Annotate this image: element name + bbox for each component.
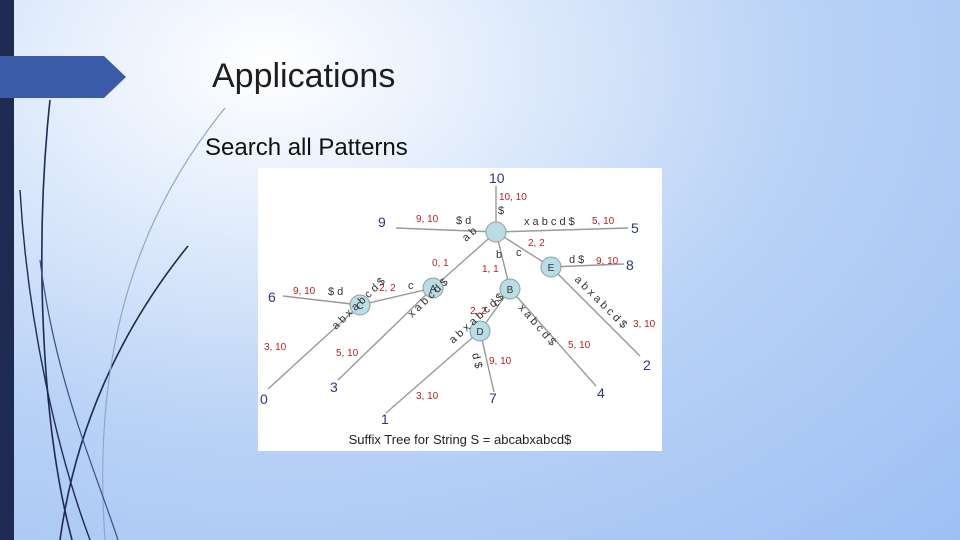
- edge-C-0: [267, 304, 361, 390]
- edge-root-E: [495, 231, 552, 268]
- left-accent-bar: [0, 0, 14, 540]
- index-root-B: 1, 1: [482, 264, 499, 275]
- index-D-7: 9, 10: [489, 356, 512, 367]
- leaf-2: 2: [643, 357, 651, 373]
- node-A-circle: [422, 277, 444, 299]
- figure-caption: Suffix Tree for String S = abcabxabcd$: [349, 432, 572, 447]
- index-root-5: 5, 10: [592, 216, 615, 227]
- suffix-tree-figure: A B C D E 0 1 2 3 4 5: [258, 168, 662, 451]
- leaf-5: 5: [631, 220, 639, 236]
- leaf-6: 6: [268, 289, 276, 305]
- leaf-9: 9: [378, 214, 386, 230]
- index-B-D: 2, 2: [470, 306, 487, 317]
- suffix-tree-diagram: A B C D E 0 1 2 3 4 5: [260, 170, 656, 447]
- node-C: C: [349, 294, 371, 316]
- index-root-9: 9, 10: [416, 214, 439, 225]
- deco-curve-2: [19, 189, 91, 540]
- edge-C-6: [282, 295, 361, 306]
- chars-D-7: d $: [469, 352, 484, 370]
- node-A: A: [422, 277, 444, 299]
- chars-root-5: x a b c d $: [524, 216, 575, 228]
- node-B-label: B: [507, 285, 514, 296]
- chars-root-B: b: [496, 249, 502, 261]
- node-C-circle: [349, 294, 371, 316]
- node-D-label: D: [476, 327, 483, 338]
- slide-subtitle: Search all Patterns: [205, 134, 408, 161]
- leaf-7: 7: [489, 390, 497, 406]
- node-D-circle: [469, 320, 491, 342]
- chars-root-E: c: [516, 247, 522, 259]
- edge-E-8: [550, 263, 625, 268]
- deco-curve-5: [39, 259, 119, 540]
- index-C-6: 9, 10: [293, 286, 316, 297]
- index-B-4: 5, 10: [568, 340, 591, 351]
- leaf-3: 3: [330, 379, 338, 395]
- tree-edges: [267, 186, 641, 414]
- node-E-label: E: [548, 263, 555, 274]
- edge-E-2: [550, 266, 641, 357]
- node-D: D: [469, 320, 491, 342]
- index-root-10: 10, 10: [499, 192, 527, 203]
- chars-root-10: $: [498, 205, 504, 217]
- leaf-4: 4: [597, 385, 605, 401]
- chars-C-6: $ d: [328, 286, 343, 298]
- edge-A-C: [359, 287, 434, 306]
- index-A-3: 5, 10: [336, 348, 359, 359]
- node-root: [485, 221, 507, 243]
- edge-index-labels: 10, 10 9, 10 5, 10 0, 1 1, 1 2, 2 9, 10 …: [264, 192, 656, 402]
- index-C-0: 3, 10: [264, 342, 287, 353]
- edge-D-1: [385, 330, 481, 414]
- index-root-E: 2, 2: [528, 238, 545, 249]
- node-B: B: [499, 278, 521, 300]
- node-E-circle: [540, 256, 562, 278]
- node-C-label: C: [356, 301, 363, 312]
- chars-A-C: c: [408, 280, 414, 292]
- chars-E-2: a b x a b c d $: [572, 274, 629, 331]
- index-E-2: 3, 10: [633, 319, 656, 330]
- index-D-1: 3, 10: [416, 391, 439, 402]
- edge-B-4: [509, 288, 597, 387]
- chars-B-D: c: [494, 297, 500, 309]
- title-tab-shape: [0, 56, 126, 98]
- edge-root-A: [432, 231, 497, 289]
- index-root-A: 0, 1: [432, 258, 449, 269]
- deco-curve-4: [102, 107, 226, 540]
- index-A-C: 2, 2: [379, 283, 396, 294]
- leaf-8: 8: [626, 257, 634, 273]
- chars-C-0: a b x a b c d $: [330, 276, 388, 333]
- node-E: E: [540, 256, 562, 278]
- node-A-label: A: [430, 284, 437, 295]
- deco-curve-1: [41, 99, 73, 540]
- chars-root-A: a b: [460, 225, 479, 244]
- leaf-0: 0: [260, 391, 268, 407]
- edge-root-5: [495, 227, 629, 233]
- leaf-1: 1: [381, 411, 389, 427]
- edge-A-3: [337, 287, 434, 381]
- decorative-curves: [19, 99, 226, 540]
- index-E-8: 9, 10: [596, 256, 619, 267]
- chars-root-9: $ d: [456, 215, 471, 227]
- leaf-labels: 0 1 2 3 4 5 6 7 8 9 10: [260, 170, 651, 427]
- chars-E-8: d $: [569, 254, 584, 266]
- chars-B-4: x a b c d $: [516, 302, 558, 348]
- deco-curve-3: [59, 245, 189, 540]
- leaf-10: 10: [489, 170, 505, 186]
- title-tab-arrow: [0, 56, 126, 98]
- slide-title: Applications: [212, 57, 396, 95]
- node-B-circle: [499, 278, 521, 300]
- edge-root-9: [395, 227, 497, 233]
- tree-nodes: A B C D E: [349, 221, 562, 342]
